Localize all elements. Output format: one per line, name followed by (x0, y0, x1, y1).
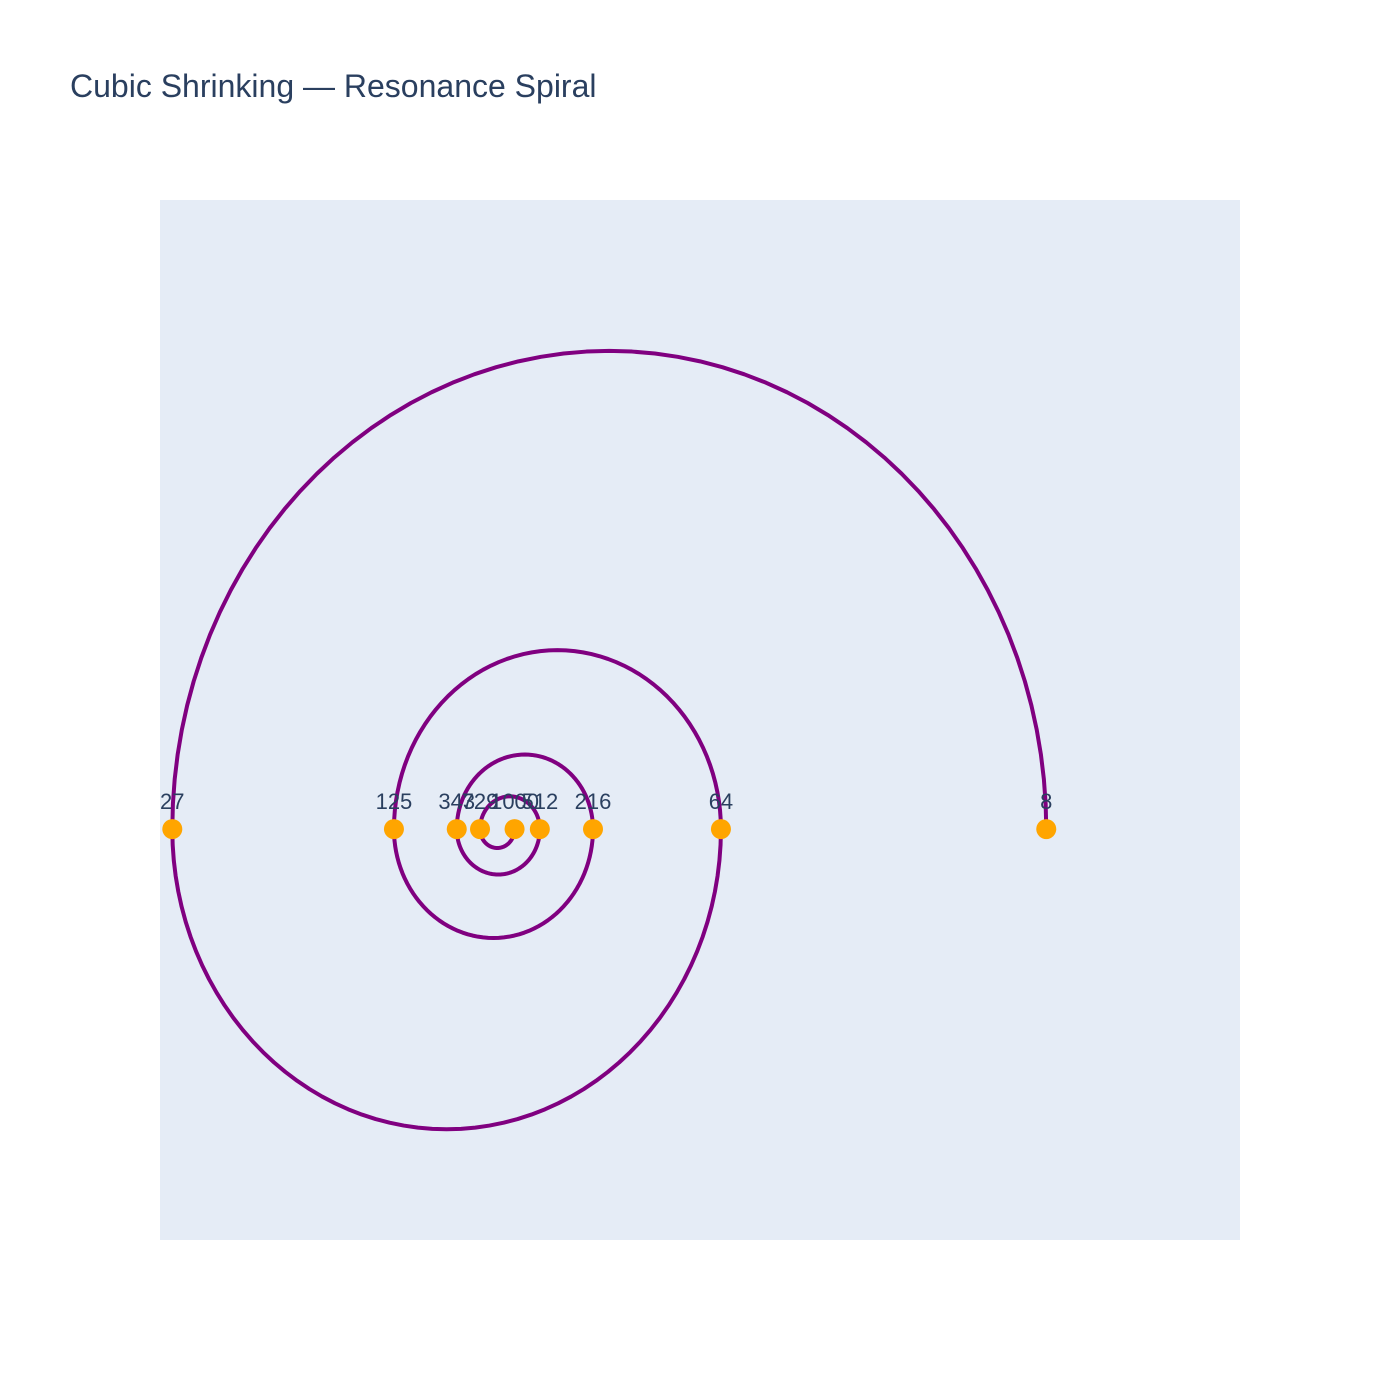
point-label-729: 729 (462, 789, 499, 814)
chart-title: Cubic Shrinking — Resonance Spiral (70, 68, 597, 104)
point-label-1000: 1000 (490, 789, 539, 814)
markers-group (162, 819, 1057, 840)
marker-216[interactable] (583, 819, 603, 840)
point-label-64: 64 (709, 789, 733, 814)
marker-64[interactable] (710, 819, 731, 840)
marker-1000[interactable] (504, 819, 525, 840)
marker-343[interactable] (446, 819, 467, 840)
point-label-216: 216 (575, 789, 612, 814)
marker-729[interactable] (470, 819, 491, 840)
point-label-512: 512 (521, 789, 558, 814)
point-label-27: 27 (160, 789, 184, 814)
marker-125[interactable] (383, 819, 404, 840)
point-label-8: 8 (1040, 789, 1052, 814)
point-label-343: 343 (438, 789, 475, 814)
point-label-125: 125 (376, 789, 413, 814)
marker-8[interactable] (1036, 819, 1057, 840)
plot-background (160, 200, 1240, 1240)
marker-512[interactable] (529, 819, 550, 840)
marker-27[interactable] (162, 819, 183, 840)
